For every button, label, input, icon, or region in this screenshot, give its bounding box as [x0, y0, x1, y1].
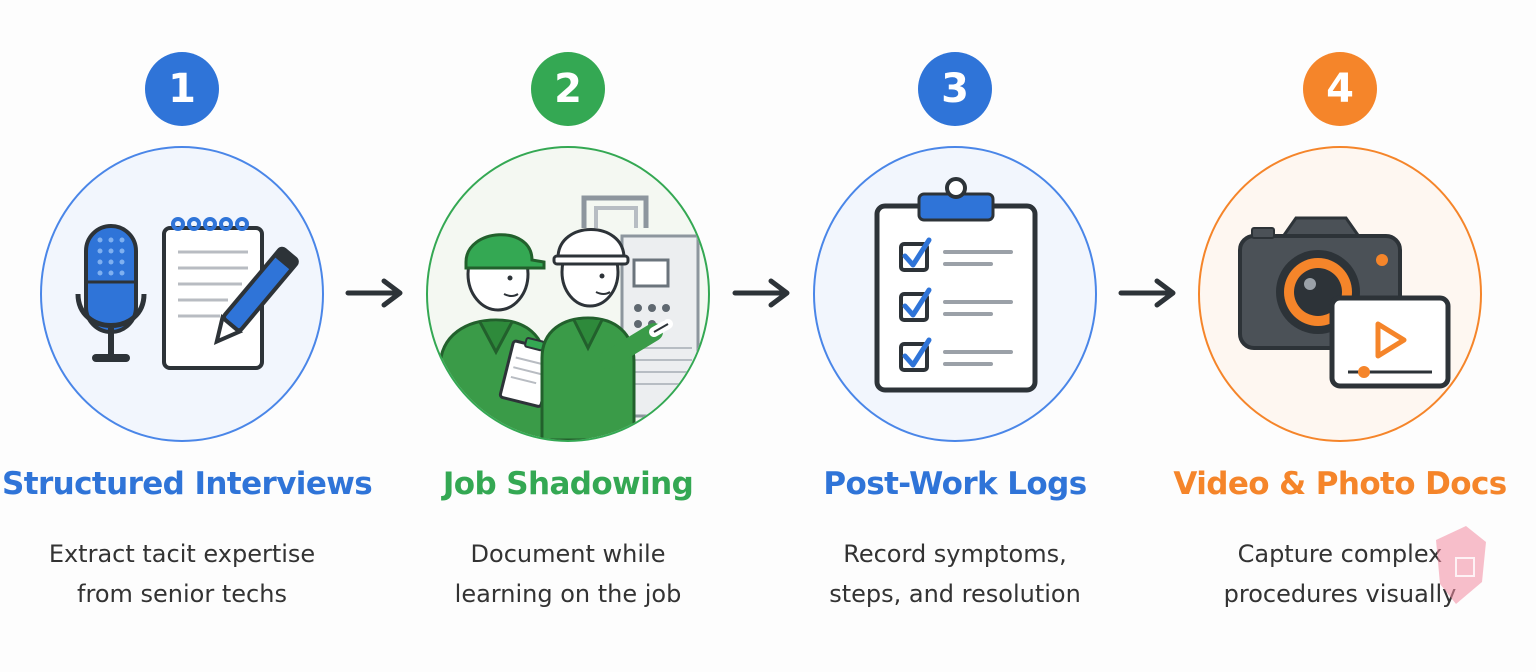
step-post-work-logs: 3 Post-Work Logs Record symptoms, steps,	[775, 0, 1135, 672]
step-job-shadowing: 2	[388, 0, 748, 672]
step-icon-circle	[426, 146, 710, 442]
step-icon-circle	[813, 146, 1097, 442]
step-icon-circle	[40, 146, 324, 442]
step-title: Structured Interviews	[2, 466, 373, 502]
step-description-line: Capture complex	[1237, 540, 1443, 568]
camera-video-icon	[1238, 216, 1451, 389]
step-icon-circle	[1198, 146, 1482, 442]
step-description-line: Document while	[470, 540, 666, 568]
arrow-right-icon	[1118, 278, 1176, 308]
step-description-line: procedures visually	[1223, 580, 1457, 608]
step-number-badge: 4	[1303, 52, 1377, 126]
clipboard-checklist-icon	[874, 177, 1038, 393]
step-title: Job Shadowing	[442, 466, 694, 502]
step-description: Extract tacit expertise from senior tech…	[2, 534, 362, 614]
step-title: Post-Work Logs	[823, 466, 1087, 502]
step-description: Record symptoms, steps, and resolution	[775, 534, 1135, 614]
step-description-line: learning on the job	[454, 580, 682, 608]
step-structured-interviews: 1 Structured Interviews Extract tacit ex…	[2, 0, 373, 672]
step-description: Capture complex procedures visually	[1160, 534, 1520, 614]
step-title: Video & Photo Docs	[1173, 466, 1507, 502]
workers-shadowing-icon	[438, 195, 700, 440]
step-description-line: Extract tacit expertise	[48, 540, 316, 568]
step-description-line: from senior techs	[77, 580, 287, 608]
microphone-notepad-pen-icon	[75, 217, 299, 370]
step-description: Document while learning on the job	[388, 534, 748, 614]
arrow-right-icon	[732, 278, 790, 308]
step-description-line: steps, and resolution	[829, 580, 1081, 608]
step-description-line: Record symptoms,	[843, 540, 1067, 568]
arrow-right-icon	[345, 278, 403, 308]
watermark-logo-icon	[1436, 526, 1486, 604]
step-number-badge: 1	[145, 52, 219, 126]
step-video-photo-docs: 4 Video & Photo Docs Capture complex pro…	[1160, 0, 1520, 672]
step-number-badge: 3	[918, 52, 992, 126]
step-number-badge: 2	[531, 52, 605, 126]
